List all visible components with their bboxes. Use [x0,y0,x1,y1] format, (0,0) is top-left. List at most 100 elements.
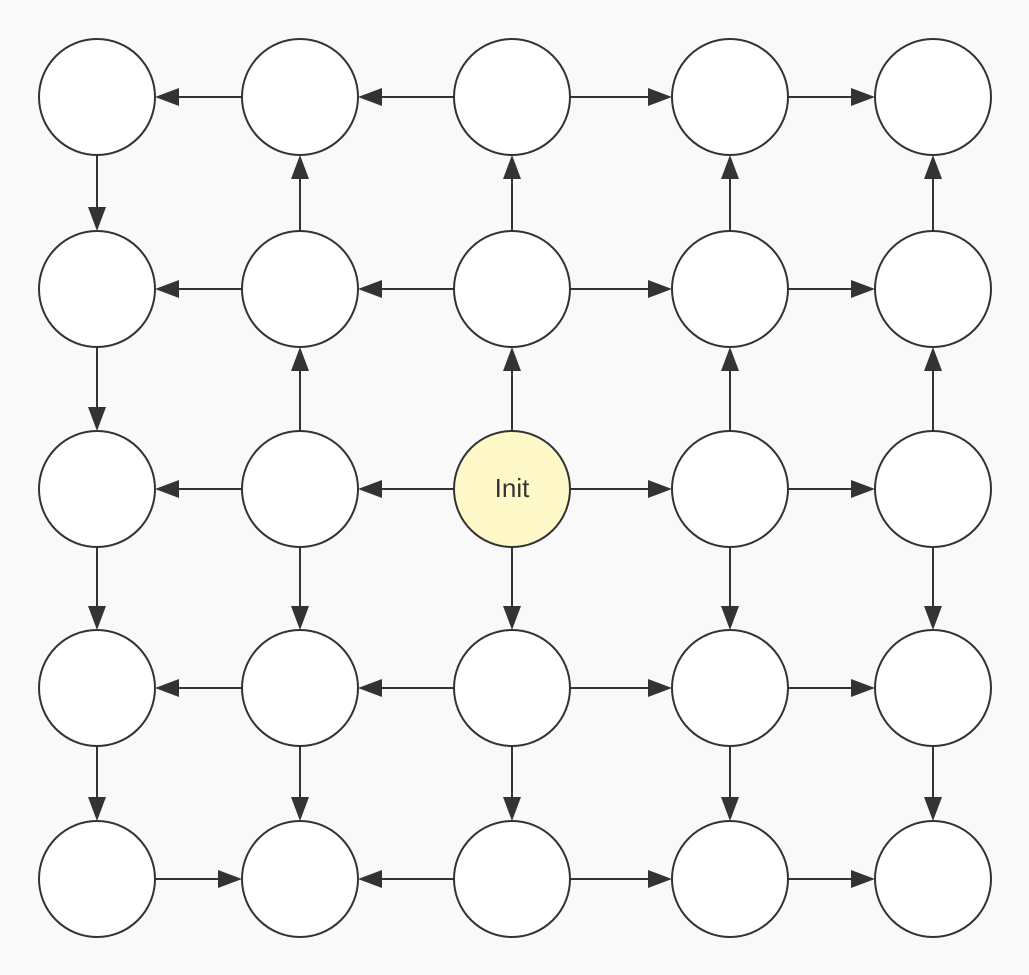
node-n-1-0 [38,230,156,348]
arrowhead-icon [88,797,106,821]
node-circle [241,230,359,348]
arrowhead-icon [721,606,739,630]
node-n-1-1 [241,230,359,348]
arrowhead-icon [851,480,875,498]
edge-n-2-0-to-n-3-0 [88,547,106,630]
node-circle [38,38,156,156]
node-n-2-2: Init [453,430,571,548]
edges-layer [88,88,942,888]
edge-n-2-3-to-n-3-3 [721,547,739,630]
arrowhead-icon [291,797,309,821]
edge-n-3-2-to-n-3-1 [358,679,454,697]
edge-n-3-2-to-n-3-3 [570,679,672,697]
arrowhead-icon [291,606,309,630]
node-circle [453,820,571,938]
arrowhead-icon [358,480,382,498]
arrowhead-icon [155,88,179,106]
node-n-0-4 [874,38,992,156]
edge-n-2-2-to-n-3-2 [503,547,521,630]
arrowhead-icon [358,280,382,298]
edge-n-2-2-to-n-2-3 [570,480,672,498]
node-n-4-3 [671,820,789,938]
edge-n-3-4-to-n-4-4 [924,746,942,821]
arrowhead-icon [218,870,242,888]
edge-n-1-3-to-n-1-4 [788,280,875,298]
arrowhead-icon [648,280,672,298]
node-n-2-3 [671,430,789,548]
arrowhead-icon [924,606,942,630]
edge-n-1-0-to-n-2-0 [88,347,106,431]
edge-n-3-2-to-n-4-2 [503,746,521,821]
edge-n-3-1-to-n-3-0 [155,679,242,697]
arrowhead-icon [155,480,179,498]
node-circle [38,430,156,548]
arrowhead-icon [648,870,672,888]
arrowhead-icon [155,280,179,298]
edge-n-2-3-to-n-2-4 [788,480,875,498]
node-circle [38,230,156,348]
edge-n-2-2-to-n-1-2 [503,347,521,431]
arrowhead-icon [291,155,309,179]
edge-n-1-2-to-n-1-3 [570,280,672,298]
arrowhead-icon [88,207,106,231]
node-n-4-0 [38,820,156,938]
arrowhead-icon [851,88,875,106]
node-n-3-0 [38,629,156,747]
edge-n-3-1-to-n-4-1 [291,746,309,821]
edge-n-2-4-to-n-3-4 [924,547,942,630]
arrowhead-icon [88,407,106,431]
node-n-2-4 [874,430,992,548]
edge-n-4-0-to-n-4-1 [155,870,242,888]
node-circle [874,629,992,747]
node-circle [453,230,571,348]
node-n-0-2 [453,38,571,156]
edge-n-1-2-to-n-0-2 [503,155,521,231]
arrowhead-icon [155,679,179,697]
node-n-1-2 [453,230,571,348]
node-n-4-1 [241,820,359,938]
arrowhead-icon [851,679,875,697]
node-circle [453,38,571,156]
edge-n-1-1-to-n-1-0 [155,280,242,298]
node-circle [874,820,992,938]
edge-n-1-2-to-n-1-1 [358,280,454,298]
arrowhead-icon [924,347,942,371]
node-n-0-3 [671,38,789,156]
node-circle [874,430,992,548]
node-circle [874,230,992,348]
edge-n-1-4-to-n-0-4 [924,155,942,231]
node-circle [241,38,359,156]
arrowhead-icon [851,280,875,298]
node-circle [38,820,156,938]
edge-n-4-2-to-n-4-1 [358,870,454,888]
edge-n-0-2-to-n-0-1 [358,88,454,106]
node-n-3-3 [671,629,789,747]
node-n-2-1 [241,430,359,548]
arrowhead-icon [358,88,382,106]
nodes-layer: Init [38,38,992,938]
node-n-3-4 [874,629,992,747]
edge-n-2-1-to-n-2-0 [155,480,242,498]
node-n-3-2 [453,629,571,747]
edge-n-2-4-to-n-1-4 [924,347,942,431]
edge-n-3-3-to-n-3-4 [788,679,875,697]
edge-n-3-3-to-n-4-3 [721,746,739,821]
arrowhead-icon [648,88,672,106]
arrowhead-icon [851,870,875,888]
node-label: Init [495,473,530,503]
node-n-4-4 [874,820,992,938]
node-circle [241,820,359,938]
arrowhead-icon [503,155,521,179]
edge-n-0-1-to-n-0-0 [155,88,242,106]
arrowhead-icon [88,606,106,630]
edge-n-4-3-to-n-4-4 [788,870,875,888]
node-n-3-1 [241,629,359,747]
arrowhead-icon [648,679,672,697]
node-n-0-0 [38,38,156,156]
edge-n-0-0-to-n-1-0 [88,155,106,231]
arrowhead-icon [291,347,309,371]
arrowhead-icon [721,797,739,821]
arrowhead-icon [924,155,942,179]
node-n-4-2 [453,820,571,938]
arrowhead-icon [648,480,672,498]
